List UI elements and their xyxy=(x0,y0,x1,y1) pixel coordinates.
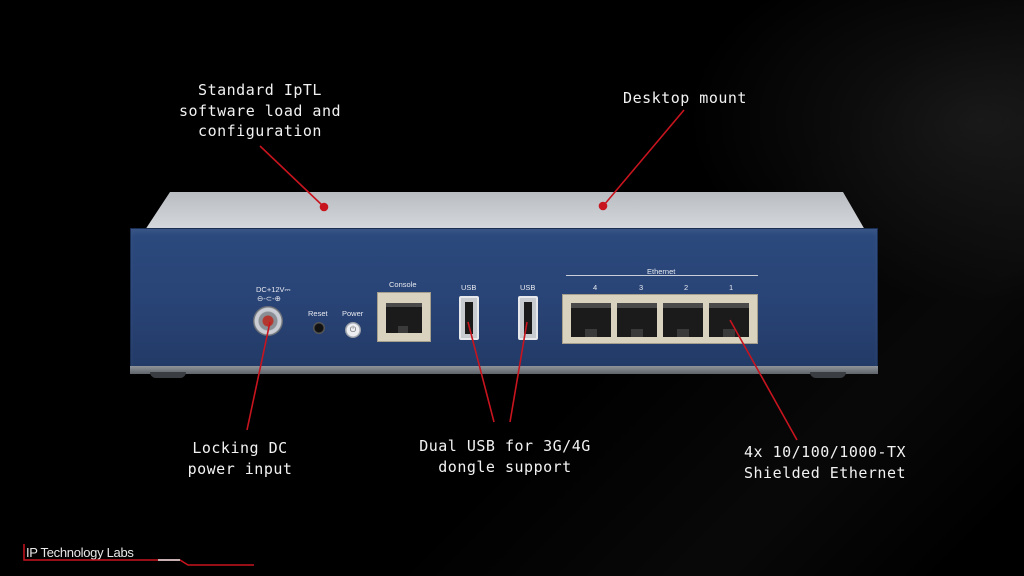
ethernet-port-number: 4 xyxy=(593,283,598,292)
callout-ethernet: 4x 10/100/1000-TX Shielded Ethernet xyxy=(743,443,907,482)
company-logo-text: IP Technology Labs xyxy=(26,545,134,560)
dc-label: DC+12V⎓ xyxy=(256,285,291,294)
console-port xyxy=(377,292,431,342)
callout-software: Standard IpTL software load and configur… xyxy=(178,81,342,140)
usb-port-2 xyxy=(518,296,538,340)
dc-polarity-label: ⊖-⊂-⊕ xyxy=(257,294,281,303)
ethernet-port xyxy=(571,303,611,337)
power-icon: ⏻ xyxy=(349,325,357,334)
leader-line-software xyxy=(259,145,324,207)
ethernet-label-rule xyxy=(566,275,758,276)
leader-dot-mount xyxy=(598,201,608,211)
ethernet-port-block xyxy=(562,294,758,344)
callout-usb: Dual USB for 3G/4G dongle support xyxy=(419,437,591,476)
console-rj45-socket xyxy=(386,303,422,333)
usb-label-2: USB xyxy=(520,283,536,292)
ethernet-port-number: 1 xyxy=(729,283,734,292)
usb-port-1 xyxy=(459,296,479,340)
ethernet-port-number: 3 xyxy=(639,283,644,292)
console-label: Console xyxy=(389,280,417,289)
device-foot-right xyxy=(810,372,846,378)
leader-line-usb-1 xyxy=(467,321,495,423)
device-foot-left xyxy=(150,372,186,378)
ethernet-port xyxy=(709,303,749,337)
ethernet-port-number: 2 xyxy=(684,283,689,292)
leader-line-dc xyxy=(246,321,271,431)
usb-label-1: USB xyxy=(461,283,477,292)
device-base-edge xyxy=(130,366,878,374)
power-label: Power xyxy=(342,309,364,318)
device-top-surface xyxy=(145,192,865,230)
leader-line-usb-2 xyxy=(509,321,528,423)
leader-dot-software xyxy=(319,202,329,212)
power-button[interactable]: ⏻ xyxy=(345,322,361,338)
ethernet-label: Ethernet xyxy=(647,267,676,276)
leader-line-mount xyxy=(603,109,685,206)
reset-button[interactable] xyxy=(313,322,325,334)
logo-underline xyxy=(23,544,254,566)
callout-mount: Desktop mount xyxy=(623,89,747,107)
ethernet-port xyxy=(663,303,703,337)
leader-line-ethernet xyxy=(729,319,798,441)
ethernet-port xyxy=(617,303,657,337)
callout-dc-power: Locking DC power input xyxy=(187,439,293,478)
reset-label: Reset xyxy=(308,309,328,318)
